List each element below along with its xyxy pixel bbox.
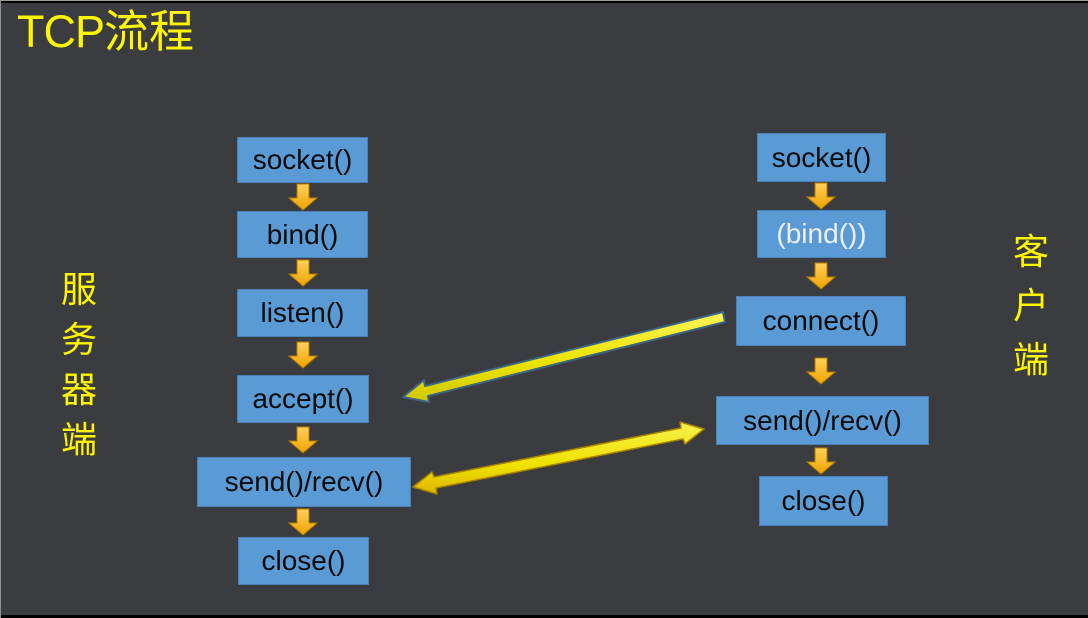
client-socket-box: socket() bbox=[757, 133, 886, 182]
title-latin-part: TCP bbox=[17, 6, 105, 57]
server-listen-box: listen() bbox=[237, 289, 368, 337]
server-close-box: close() bbox=[238, 537, 369, 585]
step-arrow-icon bbox=[806, 447, 836, 475]
bottom-frame-bar bbox=[1, 615, 1088, 618]
server-side-label: 服务器端 bbox=[60, 270, 97, 461]
server-sendrecv-box: send()/recv() bbox=[197, 457, 411, 507]
step-arrow-icon bbox=[288, 508, 318, 536]
server-socket-box: socket() bbox=[237, 137, 368, 183]
server-bind-box: bind() bbox=[237, 211, 368, 258]
client-connect-box: connect() bbox=[736, 296, 906, 346]
sendrecv-bidirectional-arrow-icon bbox=[412, 421, 705, 495]
step-arrow-icon bbox=[288, 426, 318, 454]
step-arrow-icon bbox=[288, 341, 318, 369]
step-arrow-icon bbox=[806, 262, 836, 290]
client-close-box: close() bbox=[759, 476, 888, 526]
client-bind-box: (bind()) bbox=[757, 210, 886, 258]
title-cjk-part: 流程 bbox=[104, 5, 195, 58]
page-title: TCP流程 bbox=[17, 6, 194, 58]
client-sendrecv-box: send()/recv() bbox=[716, 396, 929, 445]
client-side-label: 客户端 bbox=[1012, 232, 1049, 381]
step-arrow-icon bbox=[288, 259, 318, 287]
server-accept-box: accept() bbox=[237, 375, 369, 423]
top-frame-bar bbox=[1, 0, 1088, 3]
step-arrow-icon bbox=[806, 182, 836, 210]
connect-to-accept-arrow-icon bbox=[402, 311, 726, 403]
step-arrow-icon bbox=[806, 357, 836, 385]
step-arrow-icon bbox=[288, 183, 318, 211]
